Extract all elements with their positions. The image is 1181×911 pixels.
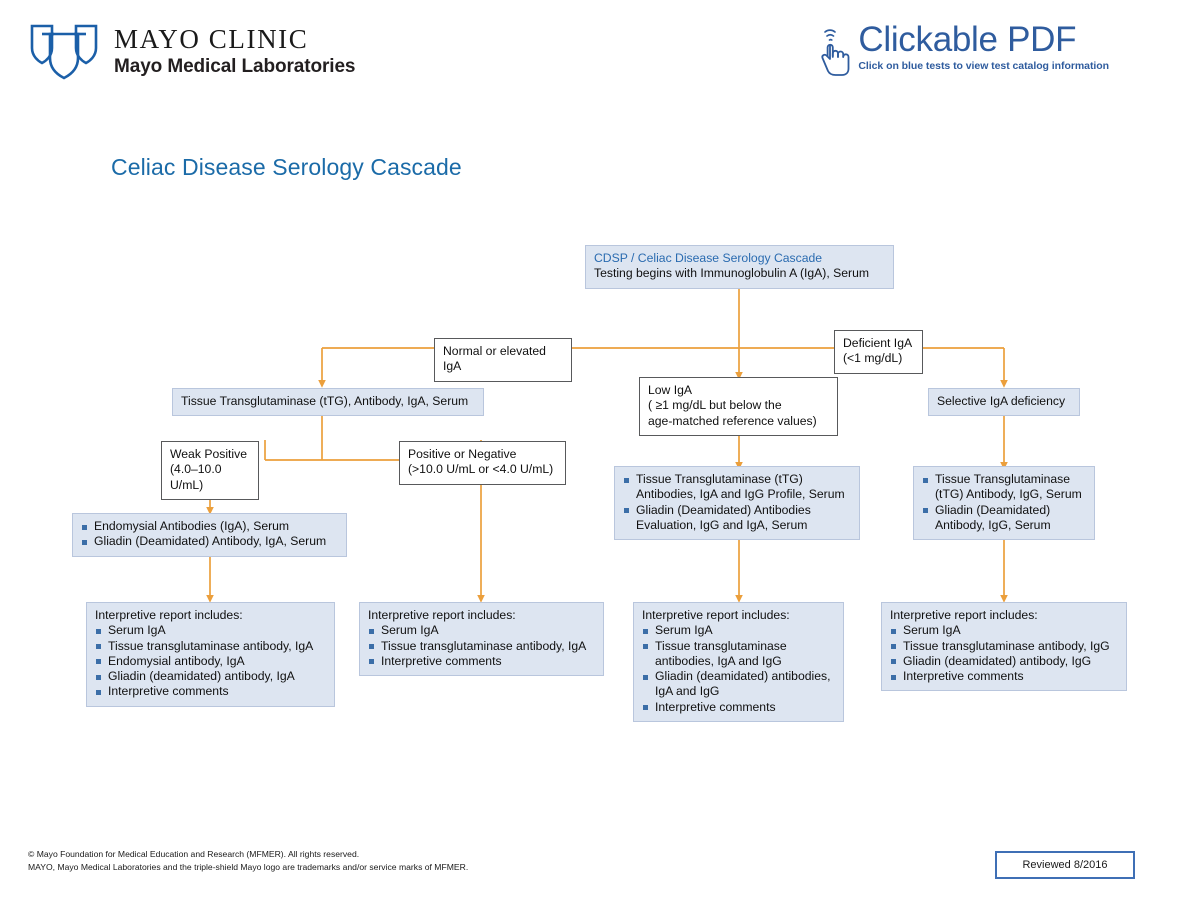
list-item[interactable]: Gliadin (Deamidated) Antibody, IgG, Seru… xyxy=(922,503,1086,534)
normal-iga-label: Normal or elevated IgA xyxy=(443,344,546,374)
reviewed-badge: Reviewed 8/2016 xyxy=(995,851,1135,879)
list-item: Tissue transglutaminase antibody, IgA xyxy=(368,639,595,654)
footer-line-2: MAYO, Mayo Medical Laboratories and the … xyxy=(28,861,469,872)
list-item: Interpretive comments xyxy=(95,684,326,699)
start-cascade-text: Testing begins with Immunoglobulin A (Ig… xyxy=(594,266,870,281)
node-interpretive-report-3: Interpretive report includes: Serum IgA … xyxy=(633,602,844,723)
list-item: Gliadin (deamidated) antibody, IgA xyxy=(95,669,326,684)
list-item[interactable]: Tissue Transglutaminase (tTG) Antibody, … xyxy=(922,472,1086,503)
ttg-iga-serum-label[interactable]: Tissue Transglutaminase (tTG), Antibody,… xyxy=(181,394,469,408)
report3-list: Serum IgA Tissue transglutaminase antibo… xyxy=(642,623,835,715)
endomysial-tests-list[interactable]: Endomysial Antibodies (IgA), Serum Gliad… xyxy=(81,519,338,550)
list-item: Serum IgA xyxy=(95,623,326,638)
pos-neg-line2: (>10.0 U/mL or <4.0 U/mL) xyxy=(408,462,554,477)
report1-heading: Interpretive report includes: xyxy=(95,608,243,622)
list-item[interactable]: Gliadin (Deamidated) Antibody, IgA, Seru… xyxy=(81,534,338,549)
low-iga-line1: Low IgA xyxy=(648,383,693,397)
node-selective-tests[interactable]: Tissue Transglutaminase (tTG) Antibody, … xyxy=(913,466,1095,541)
node-start-cascade[interactable]: CDSP / Celiac Disease Serology Cascade T… xyxy=(585,245,894,289)
list-item: Serum IgA xyxy=(642,623,835,638)
clickable-pdf-banner: Clickable PDF Click on blue tests to vie… xyxy=(816,22,1109,78)
node-ttg-iga-serum[interactable]: Tissue Transglutaminase (tTG), Antibody,… xyxy=(172,388,484,417)
copyright-footer: © Mayo Foundation for Medical Education … xyxy=(28,848,468,873)
list-item: Interpretive comments xyxy=(642,700,835,715)
report2-list: Serum IgA Tissue transglutaminase antibo… xyxy=(368,623,595,669)
clickable-pdf-subtitle: Click on blue tests to view test catalog… xyxy=(858,60,1109,72)
mayo-triple-shield-icon xyxy=(30,24,98,80)
clickable-pdf-title: Clickable PDF xyxy=(858,20,1077,59)
report1-list: Serum IgA Tissue transglutaminase antibo… xyxy=(95,623,326,699)
node-interpretive-report-1: Interpretive report includes: Serum IgA … xyxy=(86,602,335,707)
mayo-clinic-logo: MAYO CLINIC Mayo Medical Laboratories xyxy=(28,22,356,80)
pointing-hand-click-icon xyxy=(821,29,850,76)
report3-heading: Interpretive report includes: xyxy=(642,608,790,622)
report2-heading: Interpretive report includes: xyxy=(368,608,516,622)
list-item: Gliadin (deamidated) antibody, IgG xyxy=(890,654,1118,669)
list-item: Serum IgA xyxy=(890,623,1118,638)
list-item: Tissue transglutaminase antibody, IgA xyxy=(95,639,326,654)
pos-neg-line1: Positive or Negative xyxy=(408,447,517,461)
low-iga-tests-list[interactable]: Tissue Transglutaminase (tTG) Antibodies… xyxy=(623,472,851,533)
list-item: Interpretive comments xyxy=(890,669,1118,684)
node-low-iga: Low IgA ( ≥1 mg/dL but below the age-mat… xyxy=(639,377,838,436)
node-low-iga-tests[interactable]: Tissue Transglutaminase (tTG) Antibodies… xyxy=(614,466,860,541)
low-iga-line3: age-matched reference values) xyxy=(648,413,817,428)
node-positive-or-negative: Positive or Negative (>10.0 U/mL or <4.0… xyxy=(399,441,566,485)
logo-subtitle: Mayo Medical Laboratories xyxy=(114,56,356,78)
deficient-iga-line1: Deficient IgA xyxy=(843,336,913,350)
list-item[interactable]: Gliadin (Deamidated) Antibodies Evaluati… xyxy=(623,503,851,534)
list-item: Serum IgA xyxy=(368,623,595,638)
weak-positive-line1: Weak Positive xyxy=(170,447,247,461)
list-item: Interpretive comments xyxy=(368,654,595,669)
list-item: Gliadin (deamidated) antibodies, IgA and… xyxy=(642,669,835,700)
footer-line-1: © Mayo Foundation for Medical Education … xyxy=(28,849,360,859)
selective-tests-list[interactable]: Tissue Transglutaminase (tTG) Antibody, … xyxy=(922,472,1086,533)
list-item: Endomysial antibody, IgA xyxy=(95,654,326,669)
node-endomysial-tests[interactable]: Endomysial Antibodies (IgA), Serum Gliad… xyxy=(72,513,347,557)
list-item[interactable]: Endomysial Antibodies (IgA), Serum xyxy=(81,519,338,534)
start-cascade-link[interactable]: CDSP / Celiac Disease Serology Cascade xyxy=(594,251,823,265)
report4-heading: Interpretive report includes: xyxy=(890,608,1038,622)
weak-positive-line2: (4.0–10.0 U/mL) xyxy=(170,462,222,492)
low-iga-line2: ( ≥1 mg/dL but below the xyxy=(648,398,782,413)
selective-iga-deficiency-label: Selective IgA deficiency xyxy=(937,394,1066,408)
logo-title: MAYO CLINIC xyxy=(114,24,309,54)
list-item[interactable]: Tissue Transglutaminase (tTG) Antibodies… xyxy=(623,472,851,503)
node-deficient-iga: Deficient IgA (<1 mg/dL) xyxy=(834,330,923,374)
node-interpretive-report-2: Interpretive report includes: Serum IgA … xyxy=(359,602,604,677)
list-item: Tissue transglutaminase antibodies, IgA … xyxy=(642,639,835,670)
deficient-iga-line2: (<1 mg/dL) xyxy=(843,351,903,366)
node-weak-positive: Weak Positive (4.0–10.0 U/mL) xyxy=(161,441,259,500)
node-normal-or-elevated-iga: Normal or elevated IgA xyxy=(434,338,572,382)
page-title: Celiac Disease Serology Cascade xyxy=(111,154,462,180)
report4-list: Serum IgA Tissue transglutaminase antibo… xyxy=(890,623,1118,684)
node-selective-iga-deficiency: Selective IgA deficiency xyxy=(928,388,1080,417)
node-interpretive-report-4: Interpretive report includes: Serum IgA … xyxy=(881,602,1127,692)
list-item: Tissue transglutaminase antibody, IgG xyxy=(890,639,1118,654)
